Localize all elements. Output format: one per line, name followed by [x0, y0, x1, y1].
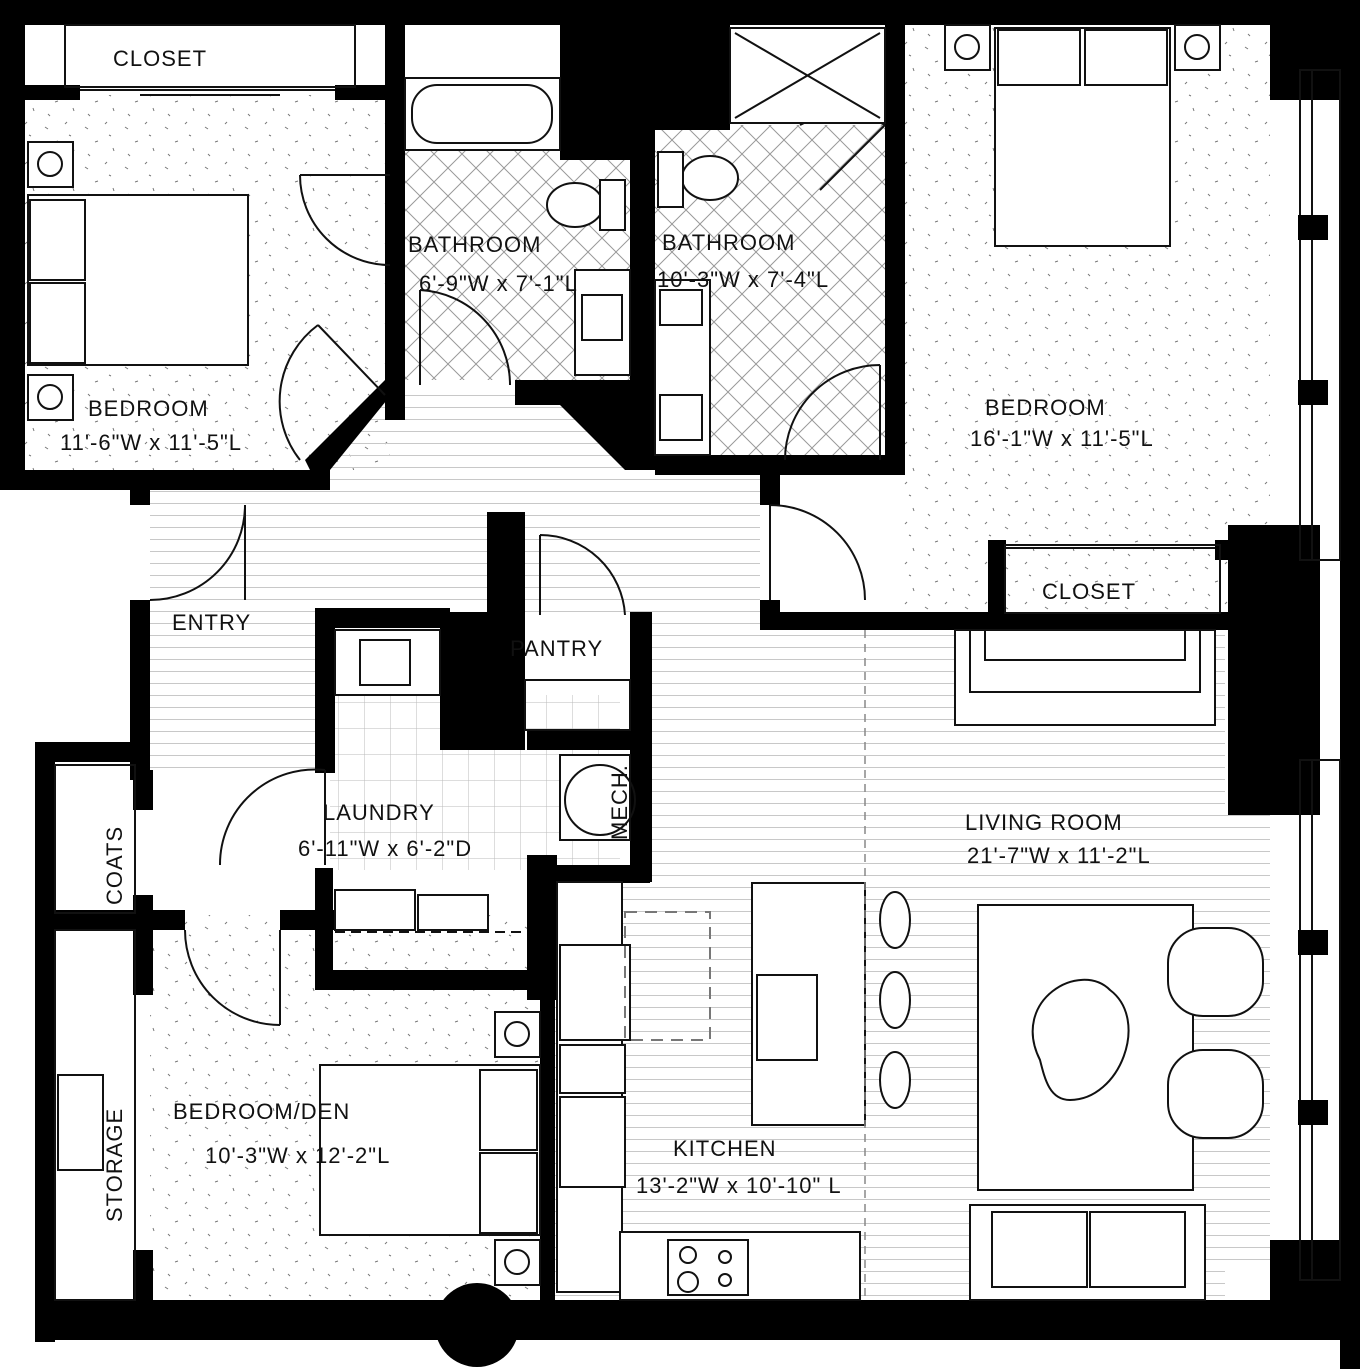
label-closet-top-left: CLOSET [113, 46, 207, 71]
label-bedroom-den: BEDROOM/DEN [173, 1099, 350, 1124]
dims-bedroom-left: 11'-6"W x 11'-5"L [60, 430, 242, 455]
label-mech: MECH. [607, 764, 632, 840]
label-bath-small: BATHROOM [408, 232, 541, 257]
dims-laundry: 6'-11"W x 6'-2"D [298, 836, 472, 861]
dims-bedroom-den: 10'-3"W x 12'-2"L [205, 1143, 390, 1168]
label-kitchen: KITCHEN [673, 1136, 777, 1161]
closet-details [54, 24, 1221, 1301]
label-storage: STORAGE [102, 1108, 127, 1222]
dims-living-room: 21'-7"W x 11'-2"L [967, 843, 1151, 868]
furniture [27, 24, 1264, 1301]
label-living-room: LIVING ROOM [965, 810, 1123, 835]
label-bedroom-left: BEDROOM [88, 396, 209, 421]
label-coats: COATS [102, 826, 127, 905]
dims-bath-small: 6'-9"W x 7'-1"L [419, 271, 578, 296]
dims-kitchen: 13'-2"W x 10'-10" L [636, 1173, 842, 1198]
dims-bedroom-right: 16'-1"W x 11'-5"L [970, 426, 1154, 451]
label-bath-large: BATHROOM [662, 230, 795, 255]
label-entry: ENTRY [172, 610, 251, 635]
label-bedroom-right: BEDROOM [985, 395, 1106, 420]
label-closet-right: CLOSET [1042, 579, 1136, 604]
label-pantry: PANTRY [510, 636, 603, 661]
room-labels: CLOSET BEDROOM 11'-6"W x 11'-5"L BATHROO… [60, 46, 1154, 1222]
windows [1298, 69, 1341, 1281]
dims-bath-large: 10'-3"W x 7'-4"L [657, 267, 829, 292]
doors [149, 113, 886, 1026]
label-laundry: LAUNDRY [323, 800, 435, 825]
